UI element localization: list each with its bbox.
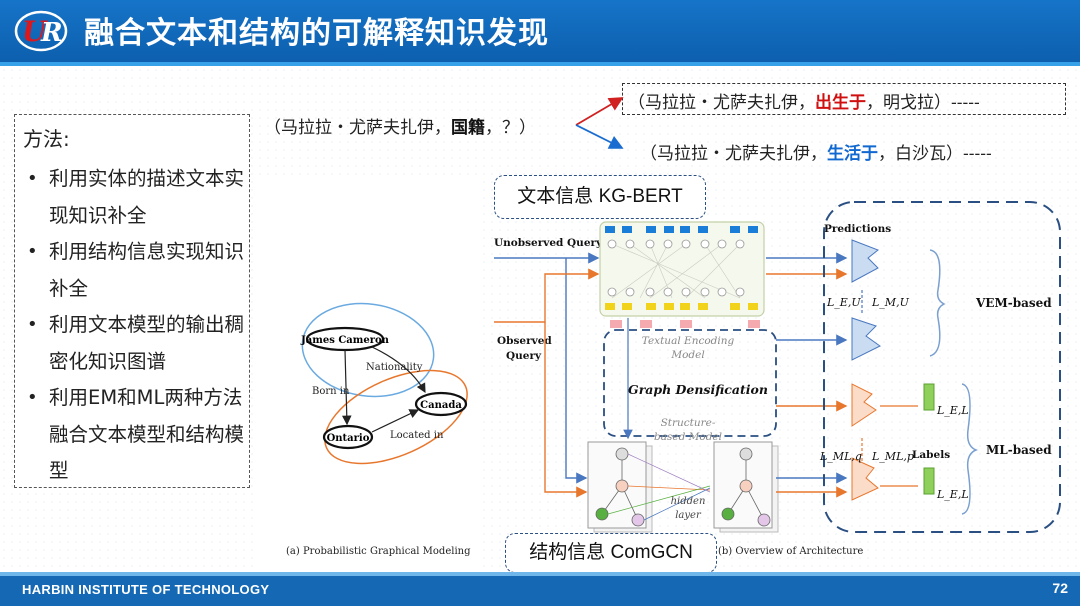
loss-ml-q: L_ML,q: [819, 450, 862, 463]
prediction-dist-top: [851, 239, 879, 283]
loss-e-u: L_E,U: [826, 296, 861, 309]
gcn-left-nodes: [595, 447, 645, 527]
query-suffix: ，？）: [485, 118, 536, 138]
label-bar-top: [923, 383, 935, 411]
kg-bert-bottom-tokens: [605, 303, 758, 310]
loss-ml-p: L_ML,p: [871, 450, 914, 463]
page-title: 融合文本和结构的可解释知识发现: [84, 16, 549, 51]
ml-based-label: ML-based: [986, 443, 1052, 457]
kg-bert-top-tokens: [605, 226, 758, 233]
institution-name: HARBIN INSTITUTE OF TECHNOLOGY: [22, 582, 270, 597]
method-item: 利用EM和ML两种方法融合文本模型和结构模型: [23, 380, 247, 490]
observed-query-label-2: Query: [506, 350, 542, 362]
t2-suffix: ，白沙瓦）-----: [878, 144, 992, 164]
textual-encoding-label-1: Textual Encoding: [642, 335, 735, 347]
predictions-label: Predictions: [824, 223, 891, 235]
t1-suffix: ，明戈拉）-----: [866, 93, 980, 113]
t2-prefix: （马拉拉・尤萨夫扎伊，: [640, 144, 827, 164]
caption-b: (b) Overview of Architecture: [718, 546, 863, 557]
loss-region-box: [823, 201, 1061, 533]
node-canada-label: Canada: [420, 400, 462, 411]
triple-lives-in: （马拉拉・尤萨夫扎伊，生活于，白沙瓦）-----: [640, 139, 992, 164]
arrow-to-triple1: [575, 97, 624, 126]
arrow-observed-up: [494, 268, 600, 323]
orange-cluster-ellipse: [324, 369, 468, 465]
edge-born-in-label: Born in: [312, 386, 350, 397]
vem-brace: [929, 249, 946, 357]
footer-bar: [0, 576, 1080, 606]
method-list: 利用实体的描述文本实现知识补全 利用结构信息实现知识补全 利用文本模型的输出稠密…: [23, 161, 247, 490]
kg-bert-nodes: [607, 239, 745, 297]
node-canada: [414, 391, 468, 417]
textual-encoding-label-2: Model: [670, 349, 704, 361]
graph-panel: [254, 180, 478, 572]
structure-based-label-1: Structure-: [661, 417, 716, 429]
structure-based-label-2: based Model: [654, 431, 722, 443]
caption-a: (a) Probabilistic Graphical Modeling: [286, 546, 471, 557]
loss-e-l-bottom: L_E,L: [936, 488, 969, 501]
footer-stripe: [0, 572, 1080, 576]
hidden-label-1: hidden: [671, 496, 706, 507]
query-prefix: （马拉拉・尤萨夫扎伊，: [264, 118, 451, 138]
edge-nationality: [371, 346, 426, 394]
triple-born-in: （马拉拉・尤萨夫扎伊，出生于，明戈拉）-----: [628, 88, 980, 113]
edge-located-in: [371, 409, 420, 433]
node-ontario: [322, 424, 374, 450]
arrow-unobserved-down: [565, 258, 588, 484]
method-title: 方法:: [23, 127, 70, 151]
gcn-hidden-links: [607, 453, 711, 521]
prediction-dist-mid: [851, 317, 881, 361]
svg-text:U: U: [22, 15, 48, 48]
edge-nationality-label: Nationality: [366, 362, 423, 373]
blue-cluster-ellipse: [301, 302, 435, 398]
kg-bert-input-tokens: [610, 320, 760, 328]
vem-based-label: VEM-based: [975, 296, 1052, 310]
text-info-tag: 文本信息 KG-BERT: [494, 175, 706, 219]
arrow-observed-down: [544, 322, 588, 498]
graph-densification-label: Graph Densification: [628, 382, 768, 397]
ml-brace: [961, 383, 979, 515]
node-james-cameron-label: James Cameron: [300, 335, 390, 346]
hidden-label-2: layer: [675, 510, 702, 521]
page-number: 72: [1052, 580, 1068, 596]
edge-located-in-label: Located in: [390, 430, 444, 441]
header-stripe: [0, 62, 1080, 66]
method-item: 利用实体的描述文本实现知识补全: [23, 161, 247, 234]
label-bar-bottom: [923, 467, 935, 495]
kg-bert-network: [611, 243, 741, 299]
loss-e-l-top: L_E,L: [936, 404, 969, 417]
kg-bert-block: [599, 221, 765, 317]
method-item: 利用结构信息实现知识补全: [23, 234, 247, 307]
method-item: 利用文本模型的输出稠密化知识图谱: [23, 307, 247, 380]
labels-label: Labels: [912, 449, 950, 461]
hit-logo-icon: U R: [14, 10, 68, 52]
node-ontario-label: Ontario: [327, 433, 370, 444]
t1-relation: 出生于: [815, 93, 866, 113]
arrow-to-triple2: [575, 124, 624, 149]
prediction-dist-ml-bottom: [851, 457, 879, 501]
observed-query-label-1: Observed: [497, 335, 552, 347]
query-relation: 国籍: [451, 118, 485, 138]
gcn-right-nodes: [721, 447, 771, 527]
method-box: 方法: 利用实体的描述文本实现知识补全 利用结构信息实现知识补全 利用文本模型的…: [14, 114, 250, 488]
query-triple: （马拉拉・尤萨夫扎伊，国籍，？）: [264, 113, 536, 138]
graph-densification-box: [603, 329, 777, 437]
loss-m-u: L_M,U: [871, 296, 910, 309]
struct-info-tag: 结构信息 ComGCN: [505, 533, 717, 573]
prediction-dist-ml-top: [851, 383, 877, 427]
svg-text:R: R: [40, 18, 63, 48]
t1-prefix: （马拉拉・尤萨夫扎伊，: [628, 93, 815, 113]
t2-relation: 生活于: [827, 144, 878, 164]
edge-born-in: [341, 349, 352, 426]
unobserved-query-label: Unobserved Query: [494, 237, 603, 249]
header-bar: [0, 0, 1080, 62]
